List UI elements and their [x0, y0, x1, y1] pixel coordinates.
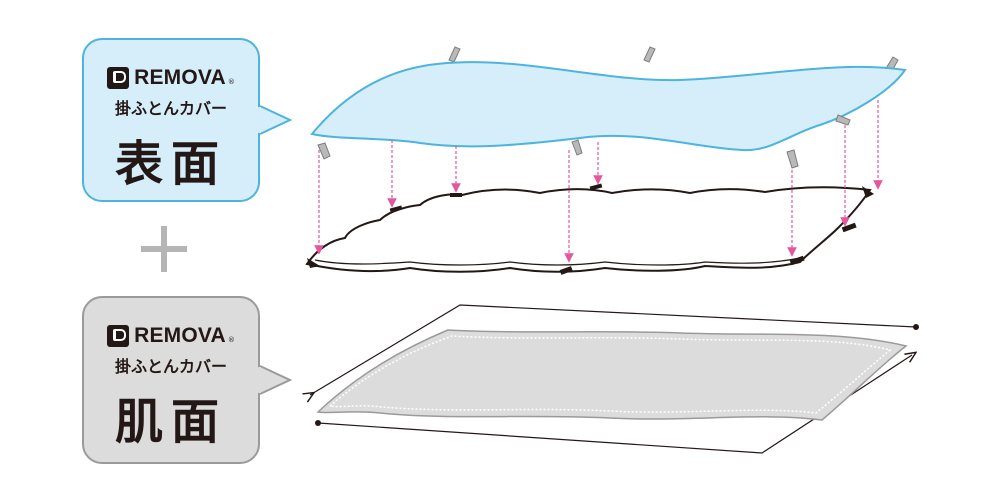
side-name-skin: 肌面	[114, 394, 227, 450]
remova-logo-icon	[107, 325, 130, 347]
brand-name: REMOVA	[134, 324, 226, 347]
brand-row: REMOVA ®	[84, 66, 258, 90]
brand-name: REMOVA	[134, 66, 226, 89]
duvet-comforter	[305, 183, 874, 275]
product-name: 掛ふとんカバー	[114, 99, 227, 118]
skin-sheet	[316, 329, 908, 421]
surface-label-bubble: REMOVA ® 掛ふとんカバー 表面	[82, 38, 293, 202]
surface-sheet	[310, 61, 907, 152]
plus-icon: +	[141, 226, 187, 272]
product-name: 掛ふとんカバー	[114, 357, 227, 376]
bubble-tail	[256, 365, 293, 395]
brand-row: REMOVA ®	[84, 324, 258, 348]
side-name-surface: 表面	[114, 136, 227, 192]
registered-mark: ®	[227, 336, 235, 344]
cover-tabs	[317, 114, 851, 169]
bubble-tail	[256, 105, 293, 135]
skin-sheet-group	[310, 304, 919, 454]
skin-label-bubble: REMOVA ® 掛ふとんカバー 肌面	[82, 296, 293, 464]
remova-logo-icon	[107, 67, 130, 89]
attachment-arrows	[314, 100, 883, 263]
registered-mark: ®	[227, 78, 235, 86]
